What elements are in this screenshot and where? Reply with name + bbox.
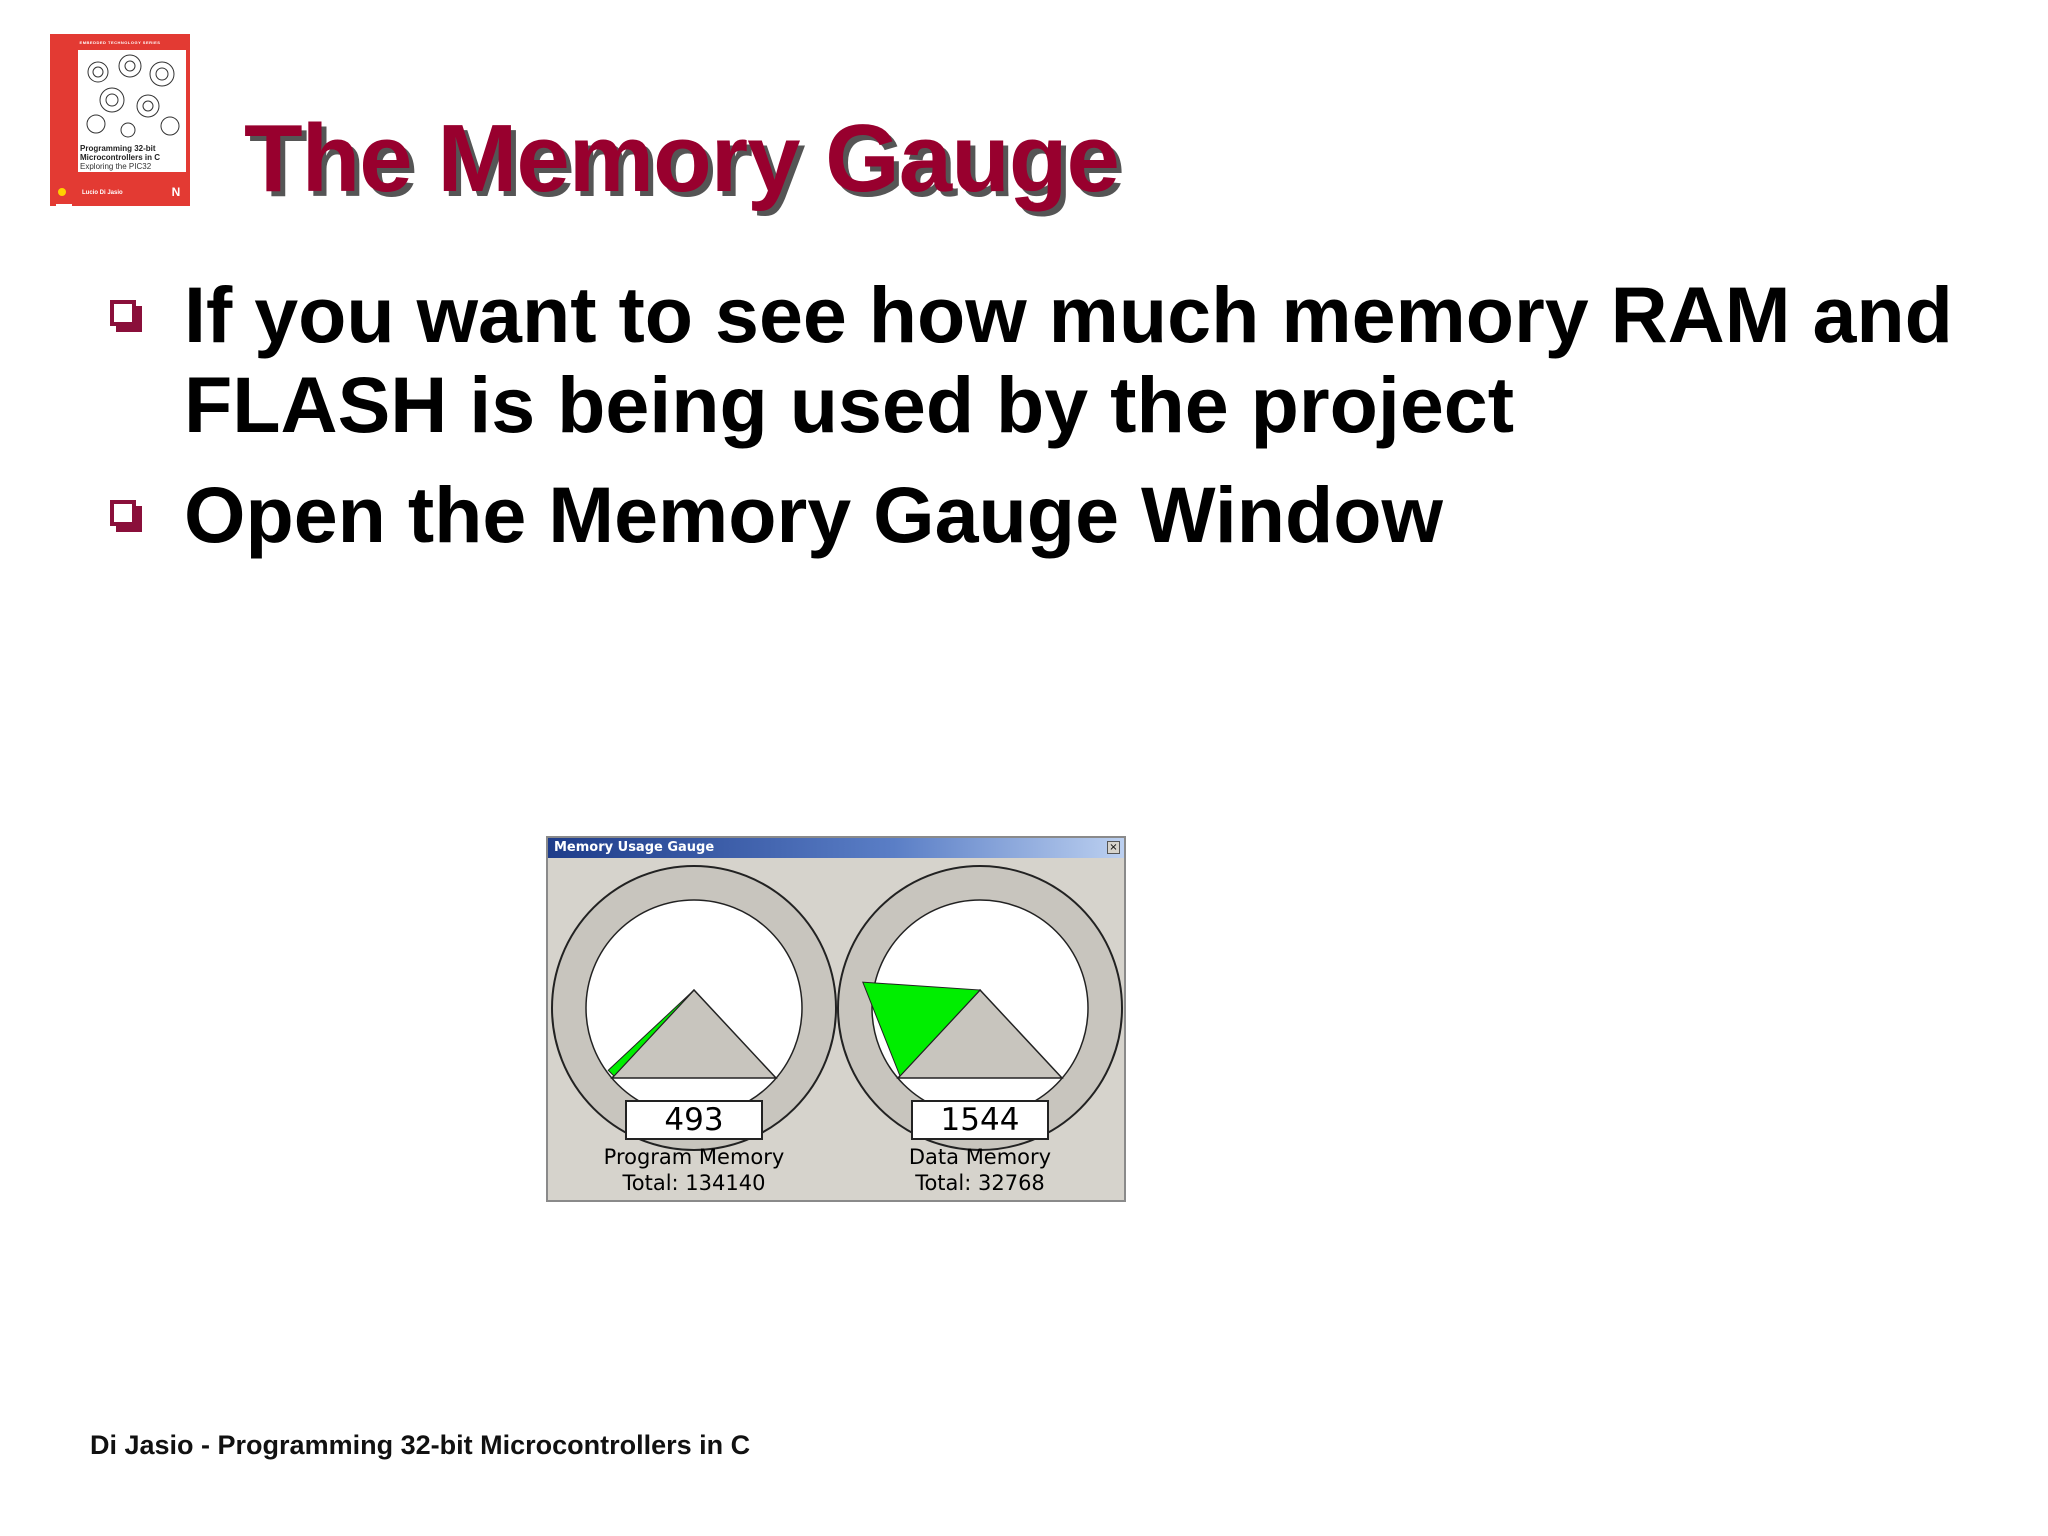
book-cover-artwork [78, 50, 186, 172]
cover-side-marks-icon [56, 188, 72, 227]
slide-title: The Memory Gauge [244, 105, 1120, 212]
bullet-text: Open the Memory Gauge Window [184, 470, 1443, 559]
book-cover-image: EMBEDDED TECHNOLOGY SERIES Programming 3… [50, 34, 190, 227]
book-subtitle-text: Exploring the PIC32 [80, 162, 152, 171]
data-memory-dial [837, 865, 1123, 1151]
program-memory-usage-fill [607, 989, 695, 1077]
book-title-text: Programming 32-bit Microcontrollers in C [80, 144, 161, 162]
program-memory-total: Total: 134140 [622, 1171, 766, 1195]
data-memory-total: Total: 32768 [915, 1171, 1045, 1195]
bullet-item: If you want to see how much memory RAM a… [108, 270, 1968, 450]
bullet-text: If you want to see how much memory RAM a… [184, 270, 1953, 449]
window-title-bar[interactable]: Memory Usage Gauge × [548, 838, 1124, 858]
publisher-logo-icon: N [171, 185, 181, 199]
square-bullet-icon [110, 300, 142, 332]
slide-margin [0, 0, 50, 1536]
memory-usage-gauge-window: Memory Usage Gauge × 493 Program Memory … [546, 836, 1126, 1202]
bullet-item: Open the Memory Gauge Window [108, 470, 1968, 560]
data-memory-usage-fill [862, 981, 982, 1077]
book-series-text: EMBEDDED TECHNOLOGY SERIES [79, 40, 161, 45]
program-memory-dial [551, 865, 837, 1151]
bullet-list: If you want to see how much memory RAM a… [108, 270, 1968, 580]
data-memory-label: Data Memory [908, 1145, 1052, 1169]
program-memory-label: Program Memory [603, 1145, 785, 1169]
program-memory-value: 493 [625, 1100, 763, 1140]
window-title: Memory Usage Gauge [554, 840, 715, 855]
slide-footer: Di Jasio - Programming 32-bit Microcontr… [90, 1430, 751, 1460]
data-memory-value: 1544 [911, 1100, 1049, 1140]
square-bullet-icon [110, 500, 142, 532]
close-icon[interactable]: × [1107, 841, 1120, 854]
gauge-dials [551, 865, 1123, 1151]
book-author-text: Lucio Di Jasio [82, 190, 123, 196]
